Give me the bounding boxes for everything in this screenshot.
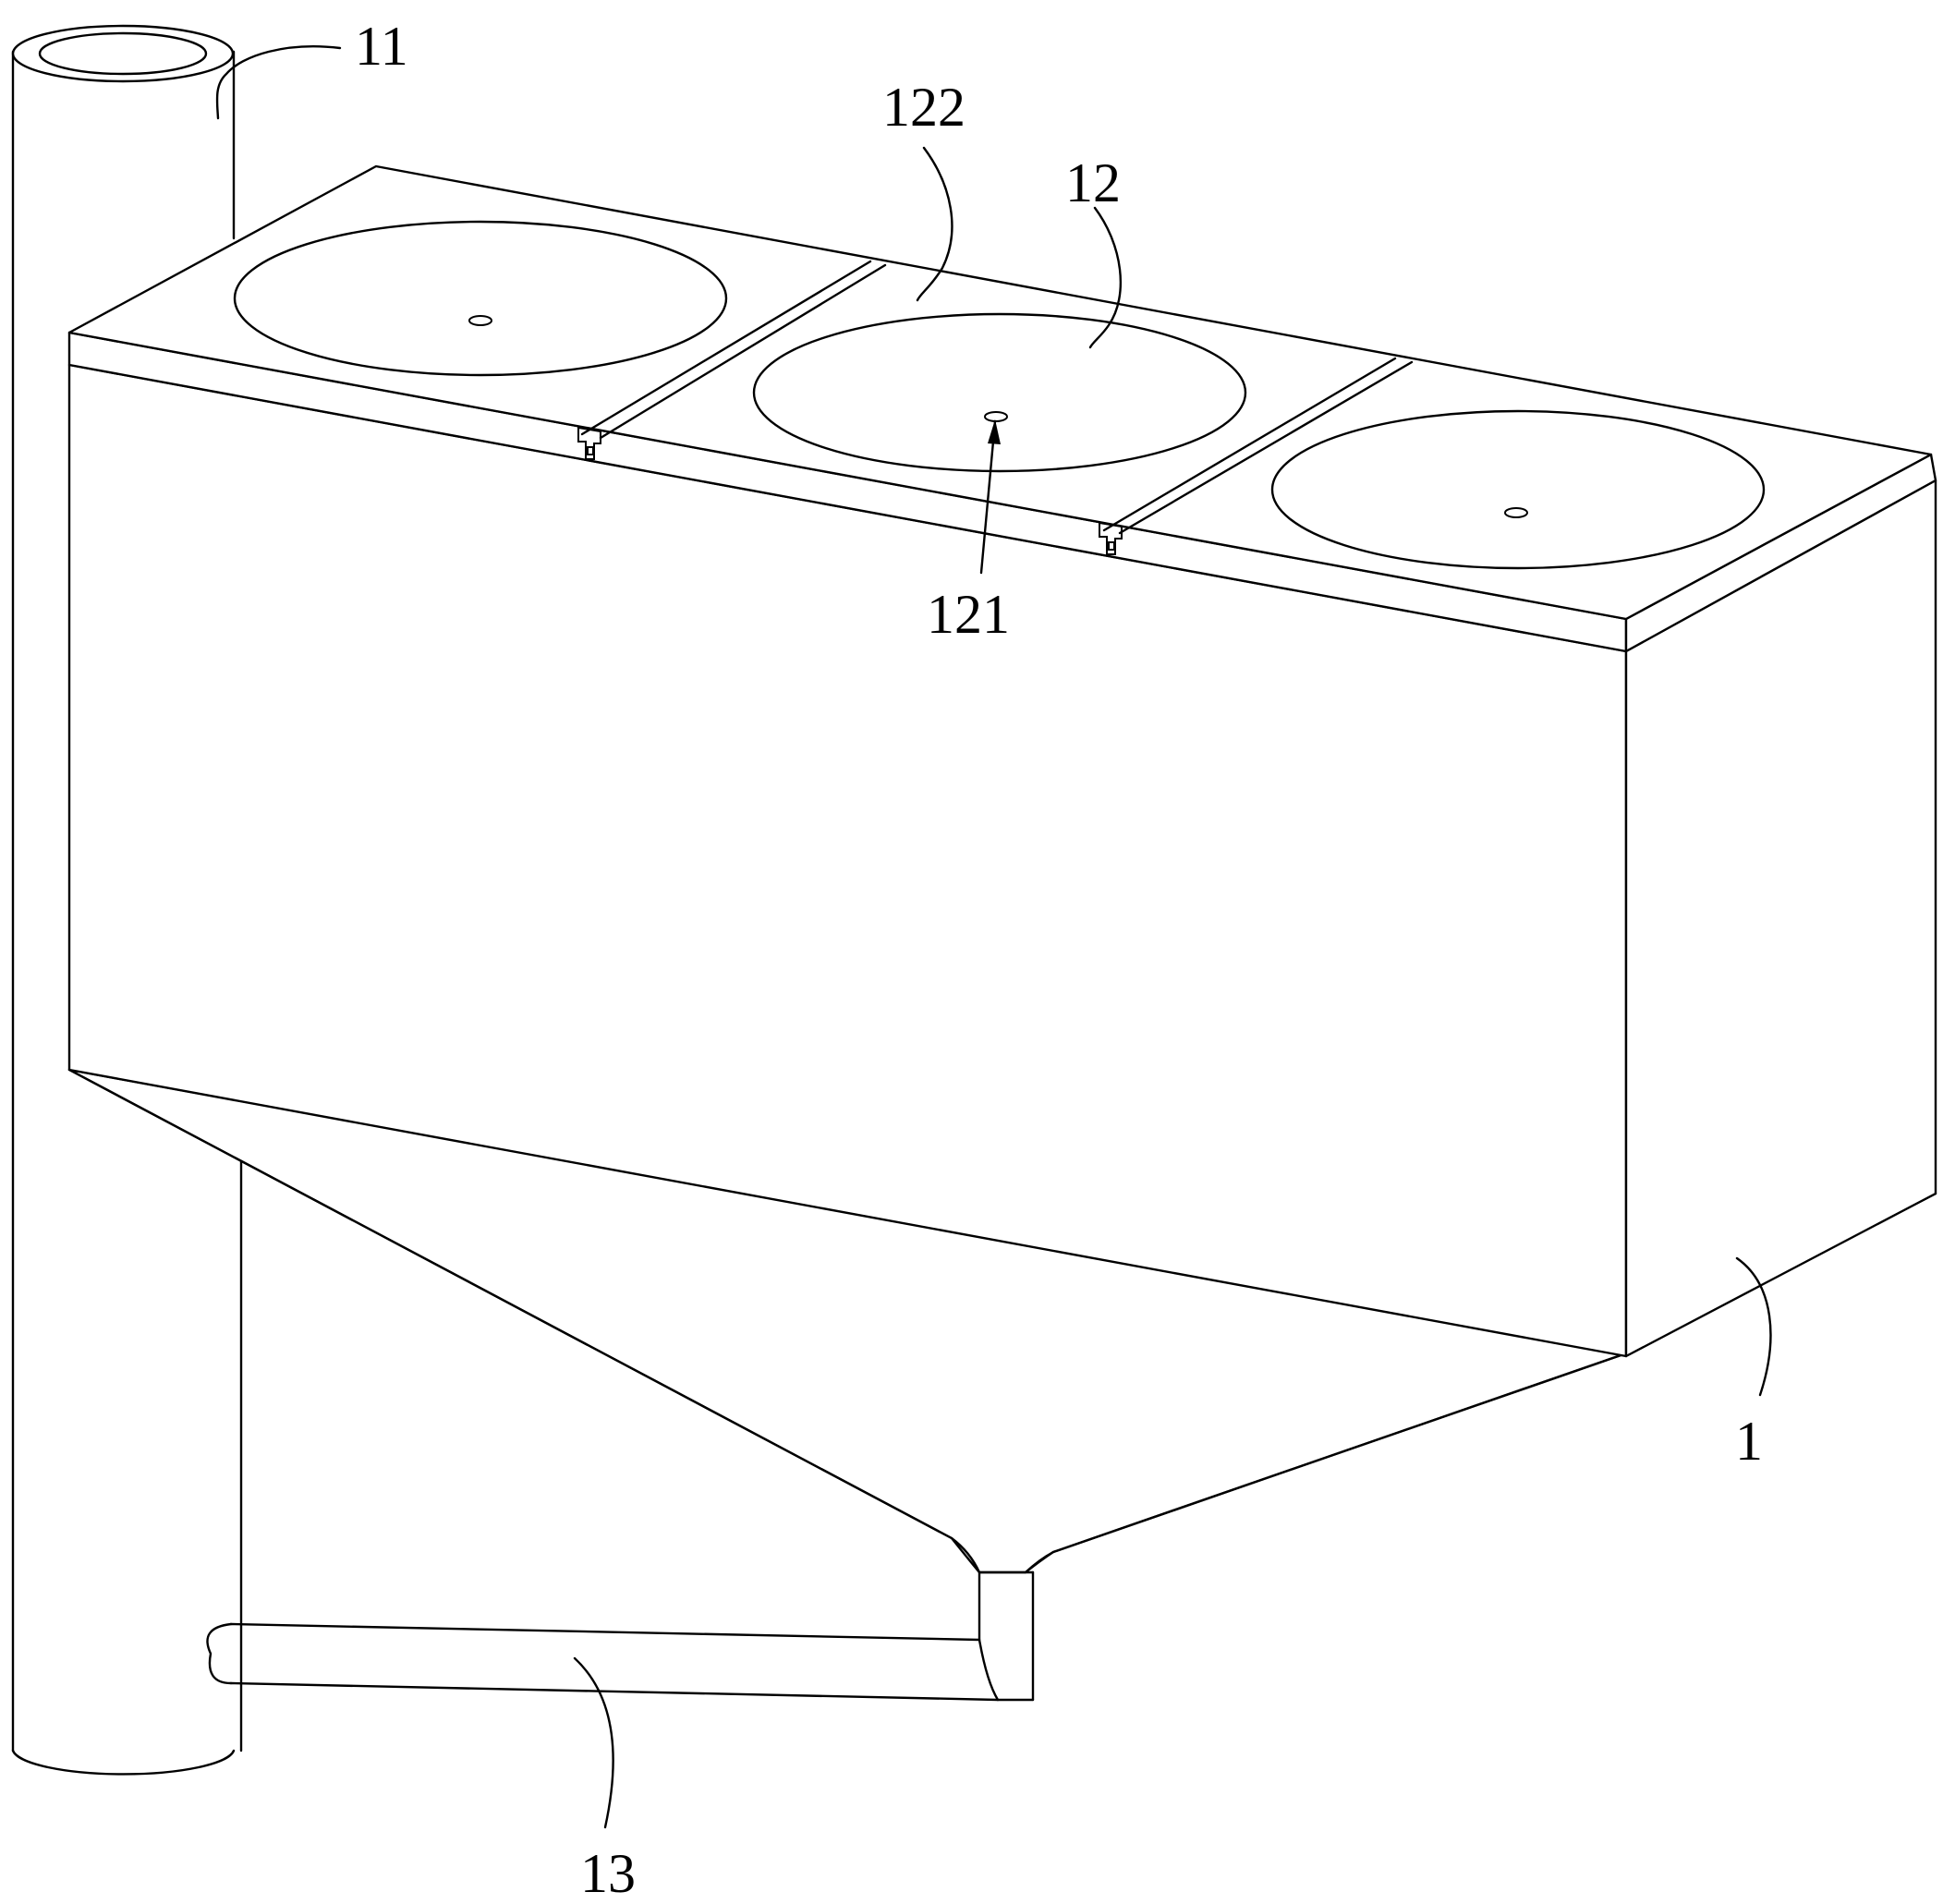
cover-left: [233, 220, 728, 377]
label-121: 121: [927, 584, 1010, 645]
label-12: 12: [1065, 152, 1121, 213]
leader-12: [1088, 206, 1123, 349]
leader-lines: [215, 45, 1772, 1829]
leader-121-arrowhead: [988, 419, 1001, 444]
label-1: 1: [1735, 1411, 1763, 1472]
vertical-pipe: [11, 24, 243, 1776]
tank-body: [67, 331, 1937, 1358]
leader-11: [215, 45, 342, 120]
leader-1: [1735, 1256, 1772, 1397]
label-13: 13: [580, 1843, 636, 1904]
vent-hole-right: [1504, 507, 1528, 518]
label-11: 11: [355, 16, 408, 77]
leader-122: [916, 146, 953, 302]
vent-hole-left: [468, 315, 492, 326]
tank-top: [67, 164, 1933, 621]
outlet-pipe: [206, 1570, 1035, 1702]
leader-13: [573, 1656, 614, 1829]
label-122: 122: [882, 77, 965, 138]
cover-right: [1270, 409, 1766, 570]
leader-121: [979, 419, 997, 575]
